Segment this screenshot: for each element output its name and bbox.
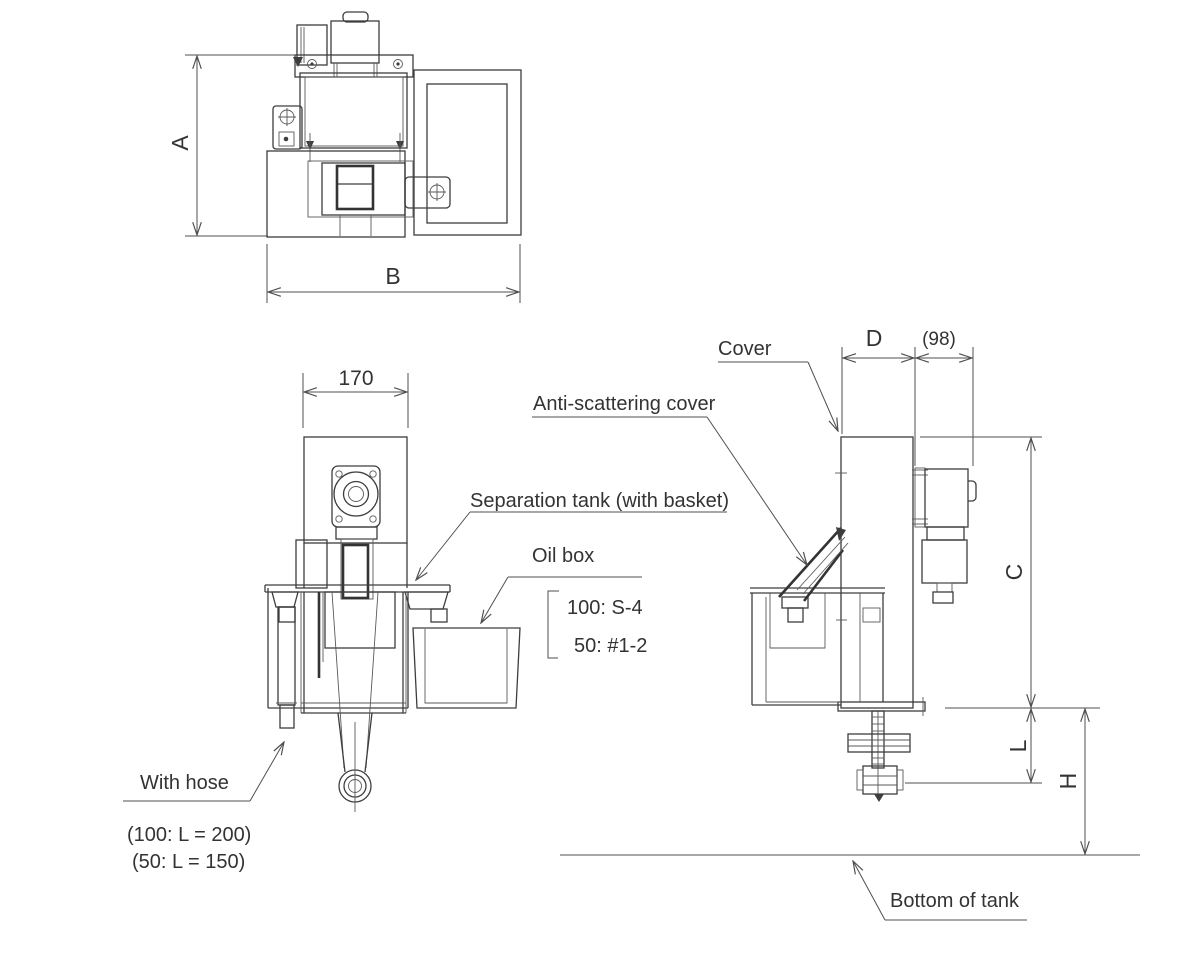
- anti-scattering-chute: [778, 527, 849, 602]
- hanger-right: [404, 591, 449, 610]
- hanger-left: [271, 591, 299, 608]
- dim-170: 170: [302, 367, 409, 428]
- separation-tank-front: [267, 588, 409, 714]
- pump-shaft: [847, 710, 911, 802]
- separation-tank-side: [750, 587, 885, 706]
- with-hose-label: With hose: [140, 772, 229, 794]
- dim-label-a: A: [167, 135, 193, 151]
- side-view: D (98) C L H Cover: [532, 325, 1140, 921]
- callout-cover: Cover: [718, 338, 838, 431]
- screw-icon: [307, 59, 317, 69]
- basket-front: [324, 591, 396, 649]
- hose-variant-100: (100: L = 200): [127, 824, 251, 846]
- leader-arrow-icon: [853, 861, 886, 921]
- gear-motor-side: [912, 467, 977, 604]
- dim-label-h: H: [1055, 773, 1081, 790]
- front-view-machine: [264, 436, 521, 812]
- dim-98: (98): [916, 329, 974, 466]
- cover-label: Cover: [718, 338, 772, 360]
- separation-tank-label: Separation tank (with basket): [470, 490, 729, 512]
- oil-box-label: Oil box: [532, 545, 594, 567]
- front-view: 170 Separation tank (with basket) Oil bo…: [123, 367, 729, 873]
- dim-b: B: [266, 244, 521, 303]
- motor-cap-top: [342, 11, 369, 23]
- screw-icon: [393, 59, 403, 69]
- top-view-machine: [266, 11, 522, 238]
- bracket-icon: [547, 590, 559, 659]
- discharge-pipe: [331, 591, 379, 812]
- gearbox-front: [335, 526, 378, 540]
- callout-oil-box: Oil box 100: S-4 50: #1-2: [481, 545, 647, 659]
- dim-a: A: [167, 54, 296, 237]
- oil-box-variant-100: 100: S-4: [567, 597, 643, 619]
- dim-label-170: 170: [338, 367, 373, 390]
- oil-box-variant-50: 50: #1-2: [574, 635, 647, 657]
- dim-h: H: [1055, 709, 1085, 854]
- callout-anti-scattering-cover: Anti-scattering cover: [532, 393, 807, 565]
- dim-label-c: C: [1001, 564, 1027, 581]
- chute-front: [341, 543, 370, 600]
- hose-pipe: [276, 606, 297, 729]
- dim-l: L: [905, 709, 1042, 784]
- tank-flange: [264, 584, 451, 593]
- dim-d: D: [841, 325, 916, 466]
- basket-top: [335, 164, 375, 211]
- dim-label-l: L: [1005, 739, 1031, 752]
- callout-separation-tank: Separation tank (with basket): [416, 490, 729, 580]
- top-view: A B: [167, 11, 522, 303]
- oil-box-shape: [412, 627, 521, 709]
- leader-arrow-icon: [807, 361, 838, 431]
- bottom-of-tank-label: Bottom of tank: [890, 890, 1020, 912]
- callout-bottom-of-tank: Bottom of tank: [853, 861, 1027, 921]
- dim-label-d: D: [866, 325, 883, 351]
- motor-top: [330, 20, 380, 64]
- dim-c: C: [920, 436, 1100, 709]
- leader-arrow-icon: [249, 742, 284, 802]
- weld-mark-icon: [293, 57, 303, 67]
- callout-with-hose: With hose (100: L = 200) (50: L = 150): [123, 742, 284, 873]
- mount-plate: [294, 54, 414, 78]
- side-view-machine: [750, 436, 977, 802]
- dim-label-98: (98): [922, 329, 956, 350]
- side-bracket-front: [295, 539, 328, 589]
- leader-arrow-icon: [481, 576, 509, 623]
- leader-arrow-icon: [416, 511, 471, 580]
- body-column: [840, 436, 914, 709]
- motor-flange: [331, 465, 381, 528]
- cover-top: [413, 69, 522, 236]
- base-plate: [837, 701, 926, 712]
- hose-variant-50: (50: L = 150): [132, 851, 245, 873]
- tank-body-top: [299, 72, 408, 149]
- dim-label-b: B: [385, 263, 400, 289]
- mount-bracket-left: [272, 105, 303, 150]
- anti-scattering-label: Anti-scattering cover: [533, 393, 716, 415]
- cover-front: [303, 436, 408, 544]
- impeller: [862, 765, 898, 795]
- leader-arrow-icon: [706, 416, 807, 565]
